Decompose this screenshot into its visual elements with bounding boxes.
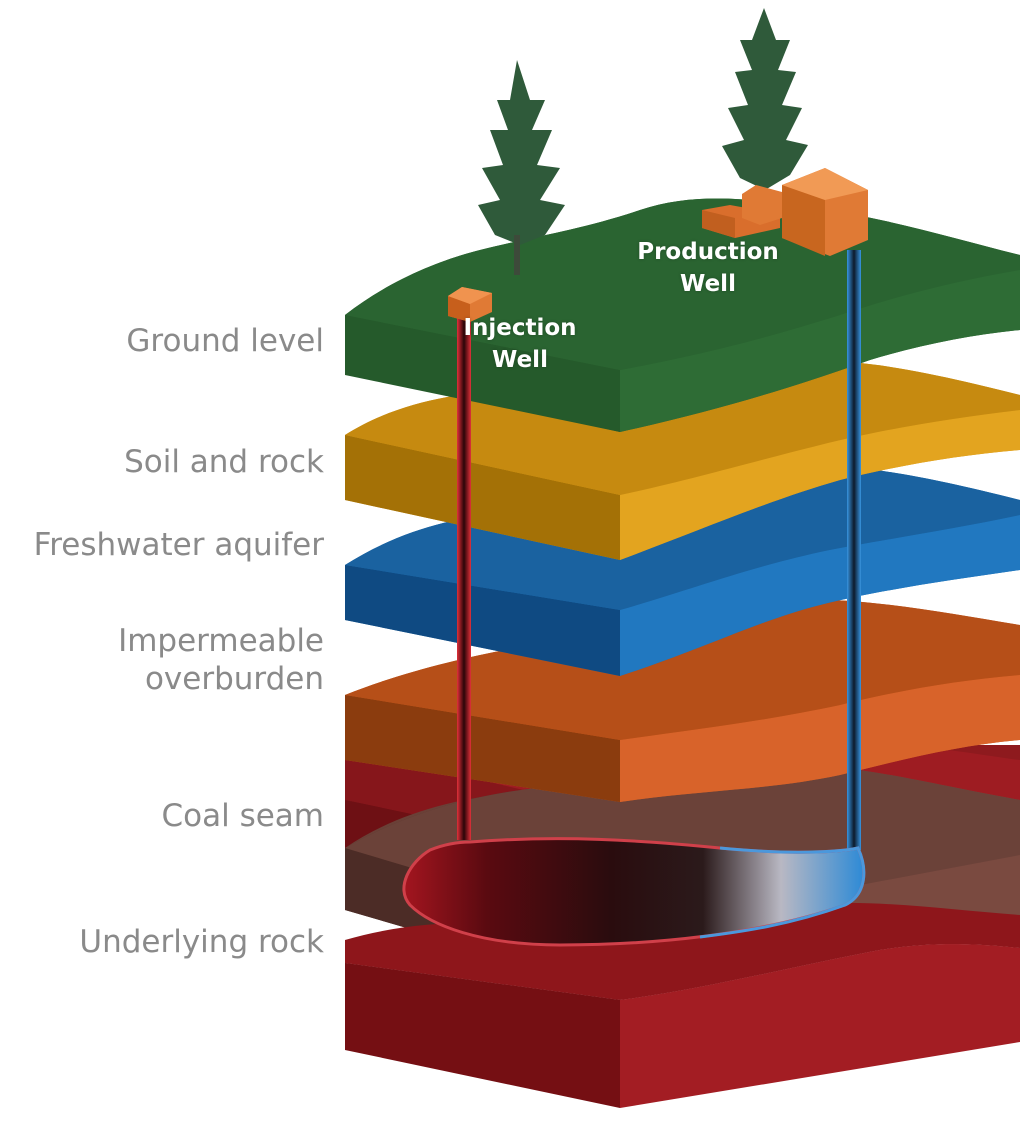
injection-well-label-line2: Well xyxy=(492,347,548,373)
production-well-label-line2: Well xyxy=(680,271,736,297)
production-well-label: Production Well xyxy=(628,236,788,300)
gasification-cavity xyxy=(402,837,866,947)
label-coal-seam: Coal seam xyxy=(161,798,325,834)
tree-icon xyxy=(478,60,565,275)
label-impermeable-overburden: Impermeable overburden xyxy=(104,622,324,698)
injection-well-pipe xyxy=(457,300,471,840)
label-soil-and-rock: Soil and rock xyxy=(124,444,324,480)
production-well-pipe xyxy=(847,250,861,850)
label-underlying-rock: Underlying rock xyxy=(79,924,324,960)
label-ground-level: Ground level xyxy=(126,323,324,359)
tree-icon xyxy=(722,8,808,190)
label-impermeable-overburden-text: Impermeable overburden xyxy=(118,623,324,697)
injection-well-label: Injection Well xyxy=(455,312,585,376)
label-freshwater-aquifer: Freshwater aquifer xyxy=(33,527,324,563)
production-well-label-line1: Production xyxy=(637,239,779,265)
production-building-icon xyxy=(702,168,868,256)
injection-well-label-line1: Injection xyxy=(463,315,577,341)
well-head-icon xyxy=(448,287,492,322)
